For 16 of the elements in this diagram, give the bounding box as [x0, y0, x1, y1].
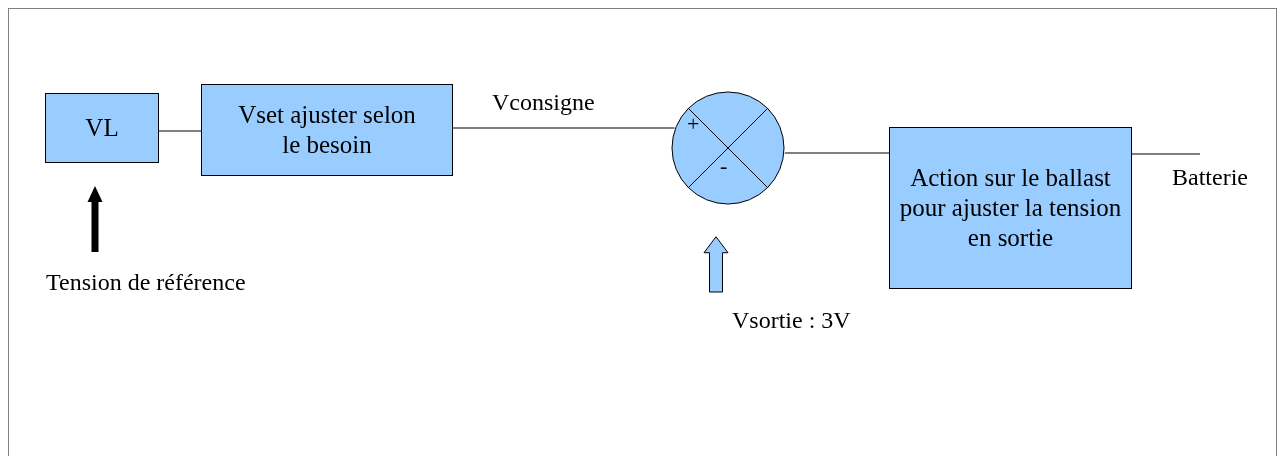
connector-line: [452, 127, 676, 129]
connector-line: [784, 152, 890, 154]
plus-sign: +: [687, 113, 700, 135]
process-box: VL: [45, 93, 159, 163]
minus-sign: -: [720, 155, 728, 177]
connector-line: [158, 130, 202, 132]
signal-label: Vsortie : 3V: [700, 292, 900, 340]
process-box: Action sur le ballast pour ajuster la tension en sortie: [889, 127, 1132, 289]
block-arrow: [703, 236, 729, 293]
signal-label: Tension de référence: [40, 252, 330, 302]
process-box: Vset ajuster selon le besoin: [201, 84, 453, 176]
connector-line: [1131, 153, 1201, 155]
signal-label: Batterie: [1166, 154, 1278, 192]
summing-junction: [671, 91, 785, 205]
edge-label: Vconsigne: [492, 88, 595, 117]
block-arrow: [87, 186, 103, 252]
